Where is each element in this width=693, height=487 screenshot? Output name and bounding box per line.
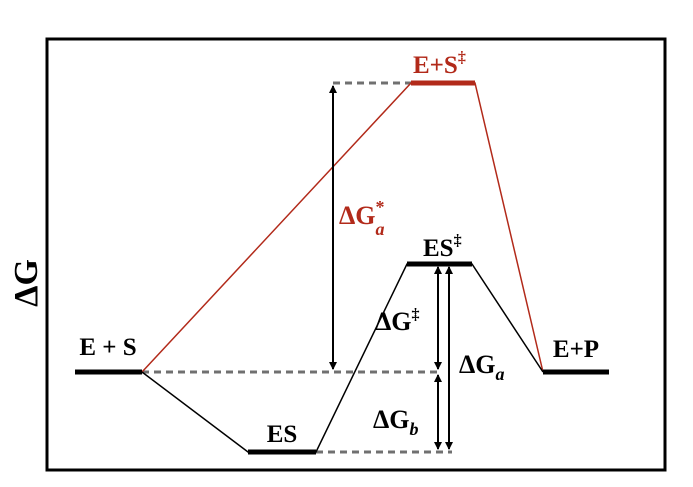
label-binding-energy: ΔGb xyxy=(373,405,419,439)
label-e-plus-p: E+P xyxy=(553,336,599,363)
label-uncat-barrier-sup: * xyxy=(376,197,385,217)
label-uncat-barrier-sub: a xyxy=(376,219,385,239)
label-cat-barrier-sup: ‡ xyxy=(412,306,420,323)
label-total-barrier: ΔGa xyxy=(459,350,505,384)
catalyzed-path xyxy=(141,263,544,453)
plot-frame xyxy=(45,37,667,472)
label-cat-barrier: ΔG‡ xyxy=(375,306,420,336)
label-uncat-ts-sup: ‡ xyxy=(458,49,466,66)
label-binding-energy-base: ΔG xyxy=(373,405,410,434)
label-uncat-ts: E+S‡ xyxy=(413,49,466,79)
label-total-barrier-sub: a xyxy=(496,364,505,384)
label-es: ES xyxy=(267,421,298,448)
label-e-plus-s: E + S xyxy=(79,334,136,361)
label-uncat-barrier: ΔG*a xyxy=(339,197,385,239)
label-uncat-ts-main: E+S xyxy=(413,52,458,79)
label-cat-ts-main: ES xyxy=(423,235,454,262)
label-total-barrier-base: ΔG xyxy=(459,350,496,379)
label-cat-ts: ES‡ xyxy=(423,232,462,262)
label-binding-energy-sub: b xyxy=(410,419,419,439)
label-uncat-barrier-base: ΔG xyxy=(339,201,376,230)
label-cat-ts-sup: ‡ xyxy=(454,232,462,249)
label-cat-barrier-base: ΔG xyxy=(375,307,412,336)
y-axis-label: ΔG xyxy=(8,259,45,307)
